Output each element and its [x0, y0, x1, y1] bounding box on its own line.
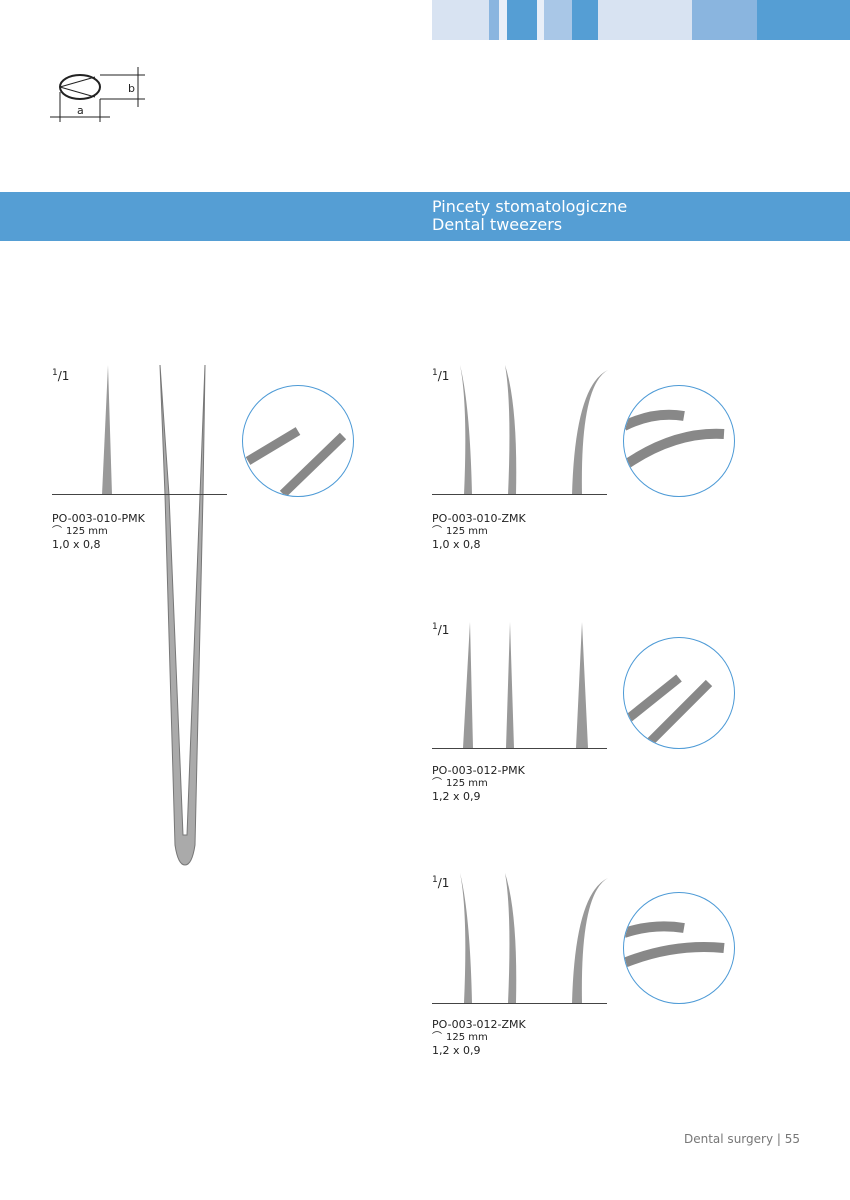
- tweezers-tip-views-image: [460, 365, 608, 495]
- product-caption: PO-003-010-ZMK ⌒125 mm 1,0 x 0,8: [432, 512, 526, 551]
- product-caption: PO-003-010-PMK ⌒125 mm 1,0 x 0,8: [52, 512, 145, 551]
- product-code: PO-003-012-ZMK: [432, 1018, 526, 1031]
- tip-detail-circle: [242, 385, 354, 497]
- tweezers-full-image: [159, 365, 206, 866]
- scale-label: 1/1: [52, 368, 70, 383]
- product-code: PO-003-012-PMK: [432, 764, 525, 777]
- dim-a-label: a: [77, 104, 84, 117]
- tweezers-length-icon: ⌒: [432, 526, 442, 537]
- tip-detail-circle: [623, 385, 735, 497]
- scale-label: 1/1: [432, 875, 450, 890]
- baseline: [432, 494, 607, 495]
- scale-label: 1/1: [432, 622, 450, 637]
- scale-label: 1/1: [432, 368, 450, 383]
- section-title-en: Dental tweezers: [432, 215, 563, 234]
- tip-size: 1,0 x 0,8: [52, 538, 101, 551]
- tip-size: 1,0 x 0,8: [432, 538, 481, 551]
- baseline: [52, 494, 227, 495]
- tweezers-tip-profile-image: [102, 365, 112, 495]
- tip-dimension-diagram: b a: [50, 67, 145, 122]
- product-code: PO-003-010-ZMK: [432, 512, 526, 525]
- baseline: [432, 748, 607, 749]
- product-caption: PO-003-012-ZMK ⌒125 mm 1,2 x 0,9: [432, 1018, 526, 1057]
- tip-detail-circle: [623, 892, 735, 1004]
- tip-size: 1,2 x 0,9: [432, 790, 481, 803]
- tweezers-length-icon: ⌒: [432, 1032, 442, 1043]
- baseline: [432, 1003, 607, 1004]
- section-title-pl: Pincety stomatologiczne: [432, 197, 628, 216]
- tip-size: 1,2 x 0,9: [432, 1044, 481, 1057]
- product-code: PO-003-010-PMK: [52, 512, 145, 525]
- tweezers-tip-views-image: [460, 873, 608, 1003]
- tweezers-length-icon: ⌒: [52, 526, 62, 537]
- page-footer: Dental surgery | 55: [684, 1132, 800, 1146]
- product-caption: PO-003-012-PMK ⌒125 mm 1,2 x 0,9: [432, 764, 525, 803]
- tweezers-length-icon: ⌒: [432, 778, 442, 789]
- section-title-band: Pincety stomatologiczne Dental tweezers: [0, 192, 850, 241]
- tip-detail-circle: [623, 637, 735, 749]
- dim-b-label: b: [128, 82, 135, 95]
- tweezers-tip-views-image: [463, 622, 588, 748]
